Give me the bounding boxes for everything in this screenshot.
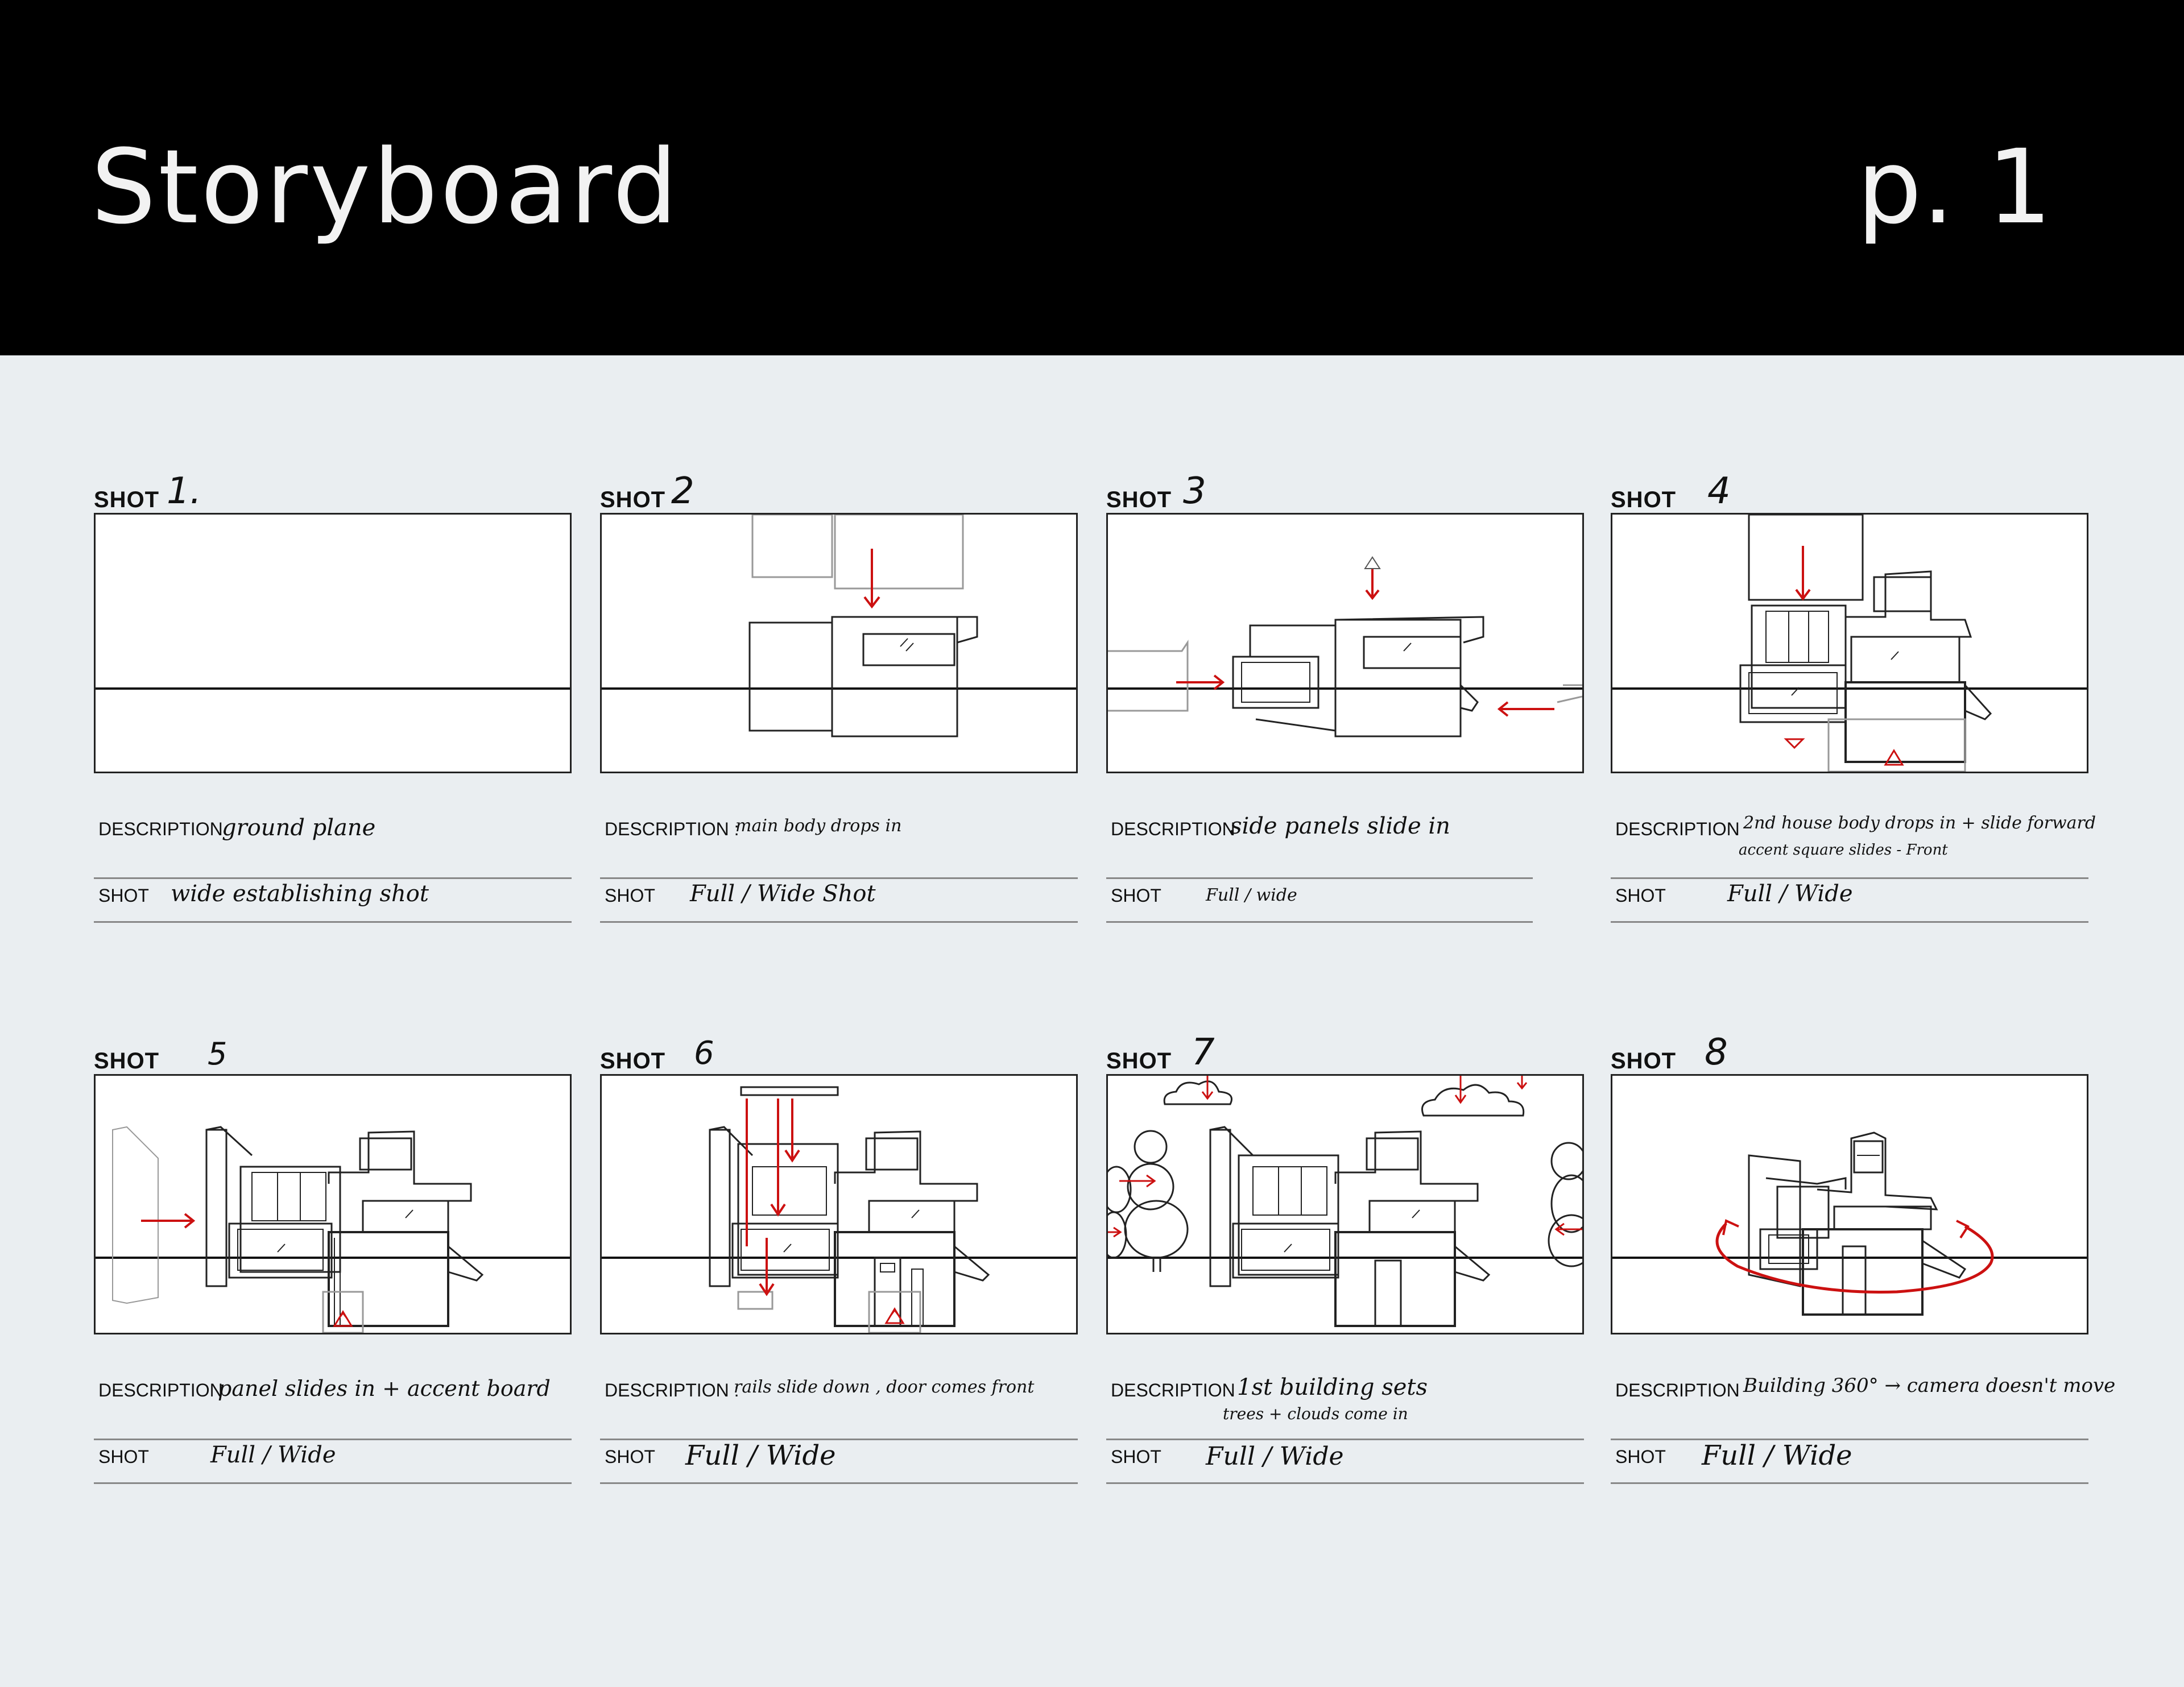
divider [1611,877,2088,879]
divider [1611,1482,2088,1484]
shot-number: 2 [671,470,694,512]
description-text: rails slide down , door comes front [734,1377,1035,1397]
sketch-rails-slide-down [602,1086,1076,1333]
divider [600,921,1078,923]
divider [1106,1439,1584,1440]
divider [94,877,572,879]
shot-label: SHOT [94,487,160,512]
description-text: 2nd house body drops in + slide forward [1743,813,2096,833]
shot-number: 6 [694,1035,714,1072]
shot-type-text: Full / Wide [685,1440,836,1472]
sketch-frame [600,513,1078,773]
description-text: Building 360° → camera doesn't move [1743,1374,2116,1397]
page-title: Storyboard [91,128,680,247]
shot-number: 8 [1705,1031,1728,1073]
divider [1106,877,1533,879]
description-label: DESCRIPTION [98,1380,223,1400]
description-text-line-2: accent square slides - Front [1739,842,1948,859]
divider [1106,1482,1584,1484]
sketch-frame [1106,513,1584,773]
description-label: DESCRIPTION [1111,819,1235,839]
sketch-frame [1611,513,2088,773]
description-text: main body drops in [735,816,902,836]
shot-label: SHOT [1106,487,1172,512]
divider [600,877,1078,879]
sketch-frame [94,1074,572,1334]
shot-type-label: SHOT [1615,1446,1666,1467]
shot-type-text: Full / Wide [1727,881,1853,907]
shot-type-label: SHOT [98,1446,149,1467]
shot-type-label: SHOT [98,885,149,906]
shot-number: 3 [1183,470,1206,512]
shot-number: 1. [167,470,202,512]
sketch-ground-plane [96,687,570,690]
sketch-building-360 [1612,1131,2087,1316]
divider [600,1482,1078,1484]
description-text-line-2: trees + clouds come in [1223,1404,1408,1423]
shot-type-text: Full / Wide [1702,1440,1852,1472]
sketch-second-body-drops [1612,515,2087,772]
sketch-panel-slides-in [96,1126,570,1333]
divider [94,921,572,923]
description-label: DESCRIPTION [1615,1380,1740,1400]
shot-number: 4 [1707,470,1731,512]
description-text: panel slides in + accent board [218,1376,551,1401]
sketch-frame [94,513,572,773]
page-number: p. 1 [1856,128,2052,247]
shot-type-label: SHOT [605,1446,655,1467]
shot-type-text: Full / Wide Shot [690,881,876,907]
sketch-side-panels-slide [1108,556,1582,737]
description-text: side panels slide in [1230,813,1450,839]
shot-label: SHOT [1106,1048,1172,1073]
divider [1106,921,1533,923]
description-label: DESCRIPTION : [605,819,739,839]
shot-label: SHOT [600,1048,666,1073]
description-label: DESCRIPTION : [605,1380,739,1400]
divider [600,1439,1078,1440]
shot-label: SHOT [1611,1048,1677,1073]
sketch-frame [1106,1074,1584,1334]
shot-label: SHOT [600,487,666,512]
shot-type-text: Full / wide [1206,885,1297,905]
sketch-main-body-drops [602,515,1076,737]
shot-type-label: SHOT [1111,885,1161,906]
shot-type-label: SHOT [605,885,655,906]
divider [94,1482,572,1484]
shot-type-text: wide establishing shot [171,881,429,907]
description-label: DESCRIPTION [1615,819,1740,839]
sketch-frame [1611,1074,2088,1334]
sketch-building-sets [1108,1076,1582,1327]
shot-label: SHOT [1611,487,1677,512]
shot-type-text: Full / Wide [1206,1442,1344,1471]
description-text: ground plane [222,815,376,841]
shot-type-label: SHOT [1615,885,1666,906]
description-label: DESCRIPTION [98,819,223,839]
header-bar: Storyboard p. 1 [0,0,2184,355]
description-text: 1st building sets [1237,1374,1428,1400]
divider [1611,1439,2088,1440]
divider [1611,921,2088,923]
sketch-frame [600,1074,1078,1334]
shot-number: 5 [208,1036,228,1072]
divider [94,1439,572,1440]
shot-type-label: SHOT [1111,1446,1161,1467]
shot-type-text: Full / Wide [210,1442,336,1468]
description-label: DESCRIPTION [1111,1380,1235,1400]
shot-number: 7 [1192,1031,1215,1073]
shot-label: SHOT [94,1048,160,1073]
